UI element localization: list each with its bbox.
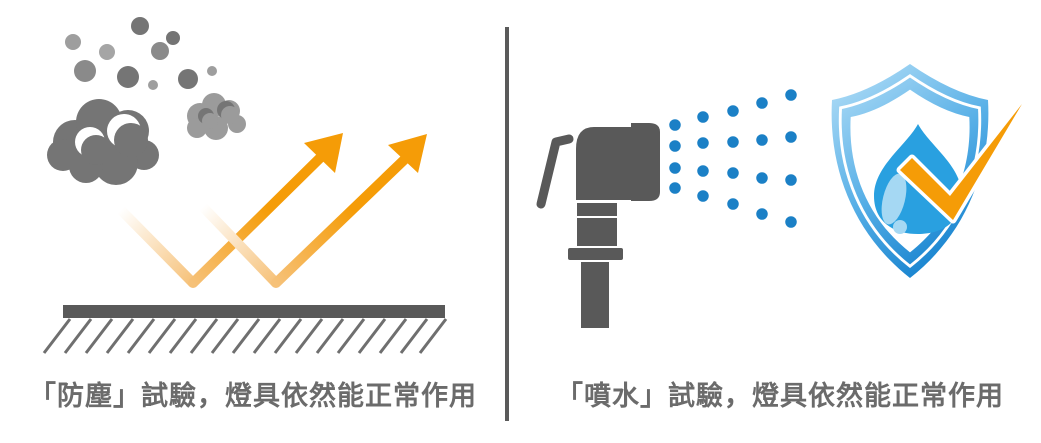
nozzle-trigger bbox=[536, 134, 574, 209]
checkmark-icon bbox=[896, 100, 1026, 224]
spray-nozzle-icon bbox=[536, 123, 660, 328]
water-droplets-icon bbox=[666, 86, 800, 231]
dustproof-caption: 「防塵」試驗，燈具依然能正常作用 bbox=[29, 381, 477, 411]
water-spray-caption: 「噴水」試驗，燈具依然能正常作用 bbox=[556, 381, 1004, 411]
water-spray-panel-graphic bbox=[536, 64, 1026, 328]
nozzle-cap bbox=[631, 123, 660, 201]
dustproof-panel-graphic bbox=[42, 17, 448, 354]
small-dust-cloud-icon bbox=[187, 93, 246, 140]
dust-particles-icon bbox=[65, 17, 217, 90]
nozzle-body bbox=[576, 127, 633, 200]
bounce-arrows-icon bbox=[117, 133, 427, 288]
panel-divider bbox=[505, 27, 509, 421]
dust-cloud-icon bbox=[47, 99, 159, 185]
ground-surface-icon bbox=[42, 305, 448, 354]
shield-icon bbox=[831, 64, 1026, 278]
